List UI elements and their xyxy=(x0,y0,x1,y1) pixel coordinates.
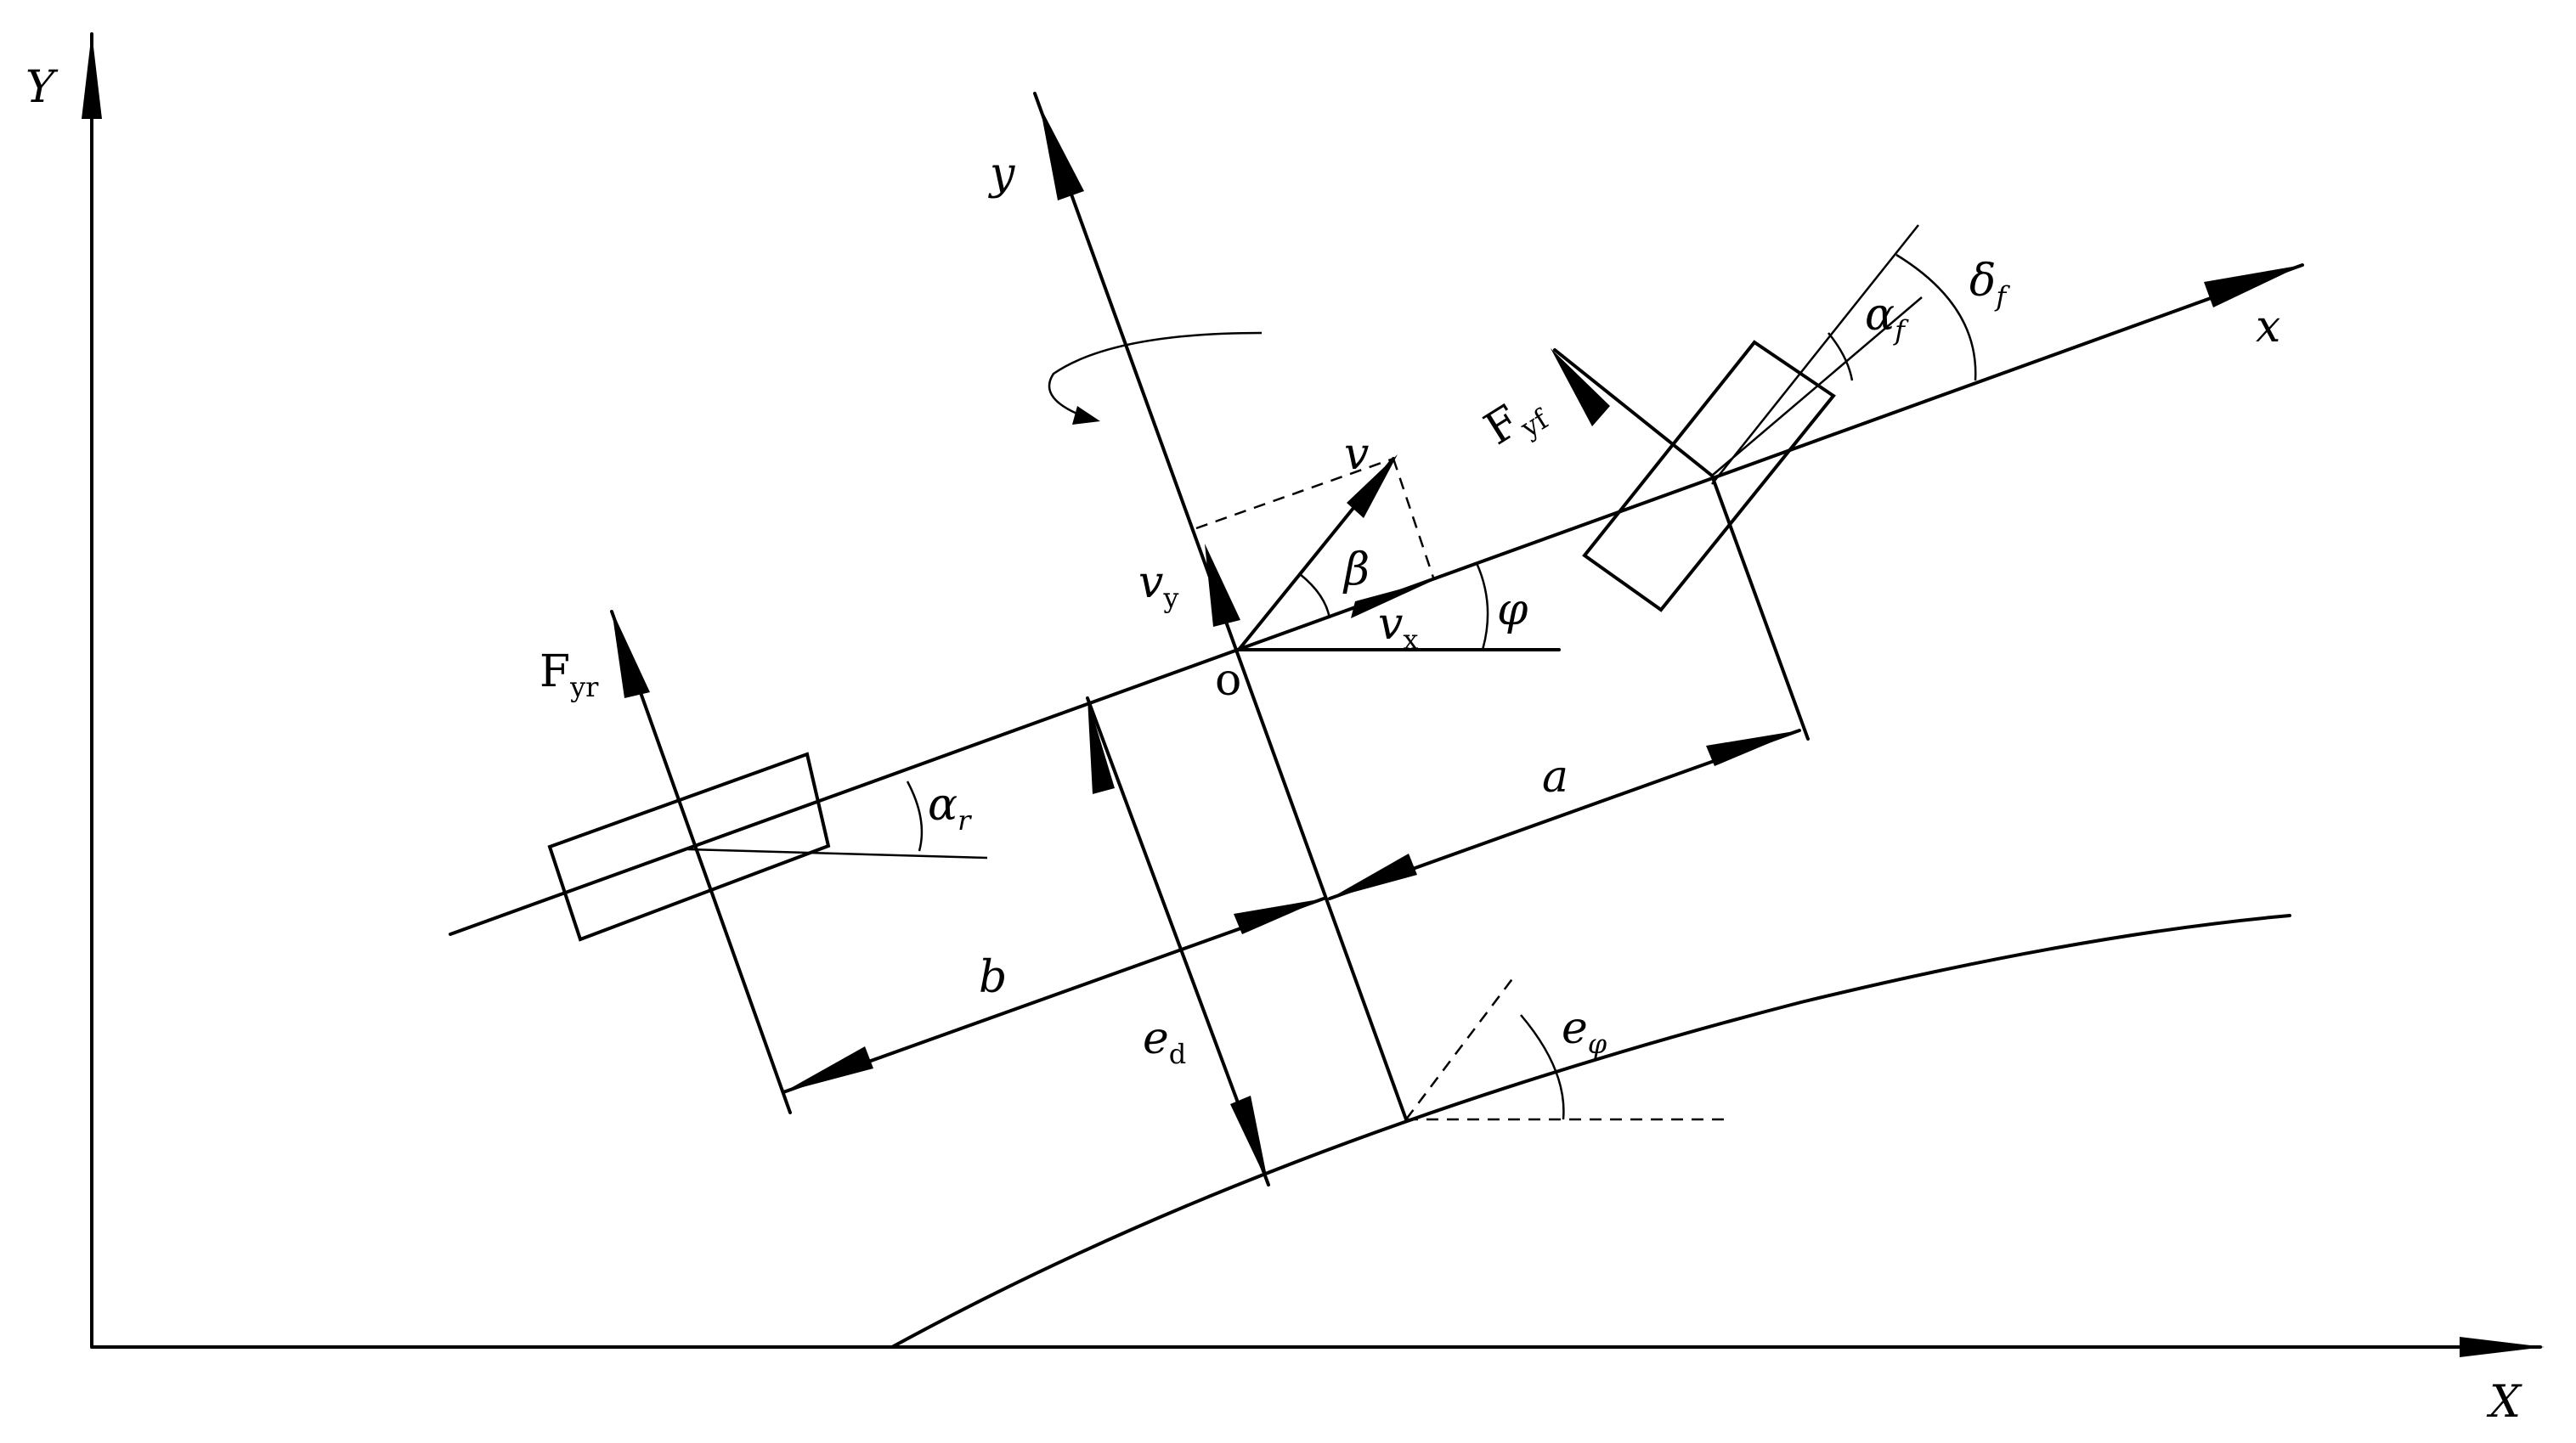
delta-f-label-main: δ xyxy=(1969,256,1996,307)
vx-arrowhead xyxy=(1351,580,1434,618)
alpha-f-angle-arc xyxy=(1827,332,1854,381)
origin-label: o xyxy=(1215,655,1241,706)
rear-wheel-slip-line xyxy=(687,848,988,860)
front-extension-line xyxy=(1710,474,1810,741)
rear-lateral-force-arrowhead xyxy=(612,610,650,698)
dimension-a-arrowhead-left xyxy=(1330,854,1417,899)
global-x-axis-label: X xyxy=(2486,1377,2522,1428)
alpha-r-angle-arc xyxy=(906,781,924,852)
alpha-r-label-main: α xyxy=(928,780,958,831)
alpha-f-label: αf xyxy=(1865,290,1909,347)
alpha-r-label-sub: r xyxy=(958,804,972,837)
ed-label-main: e xyxy=(1143,1013,1169,1064)
alpha-r-label: αr xyxy=(928,780,972,837)
body-y-axis-label: y xyxy=(988,149,1015,200)
delta-f-angle-arc xyxy=(1895,253,1977,381)
ephi-label-sub: φ xyxy=(1588,1028,1607,1060)
beta-angle-arc xyxy=(1299,573,1331,619)
lateral-error-label: ed xyxy=(1143,1013,1186,1070)
rear-wheel xyxy=(547,752,831,942)
ephi-label-main: e xyxy=(1562,1003,1588,1054)
heading-error-label: eφ xyxy=(1562,1003,1607,1060)
global-y-axis-label: Y xyxy=(25,62,59,113)
body-y-axis-arrowhead xyxy=(1040,106,1084,200)
path-tangent-dashed xyxy=(1405,976,1515,1120)
ed-label-sub: d xyxy=(1169,1038,1186,1070)
alpha-f-label-sub: f xyxy=(1893,314,1909,347)
vy-label-main: v xyxy=(1138,557,1163,608)
dimension-b-arrowhead-left xyxy=(783,1046,873,1092)
vx-label: vx xyxy=(1378,599,1418,656)
front-lateral-force-label: Fyf xyxy=(1476,381,1555,460)
body-x-axis-arrowhead xyxy=(2204,265,2302,307)
front-lateral-force-arrowhead xyxy=(1551,348,1610,426)
rear-wheel-normal-line xyxy=(610,610,792,1114)
vy-arrowhead xyxy=(1205,544,1240,627)
vx-label-sub: x xyxy=(1403,623,1418,656)
yaw-rotation-arc xyxy=(1048,331,1263,420)
beta-label: β xyxy=(1342,544,1370,595)
reference-path xyxy=(890,914,2291,1349)
lateral-error-arrowhead-bottom xyxy=(1230,1096,1268,1185)
phi-label: φ xyxy=(1497,584,1528,635)
delta-f-label: δf xyxy=(1969,256,2010,313)
front-lateral-force-vector xyxy=(1553,348,1714,477)
global-x-axis-arrowhead xyxy=(2460,1337,2545,1357)
dimension-a-label: a xyxy=(1542,752,1568,803)
fyr-label-sub: yr xyxy=(569,671,599,703)
rear-lateral-force-label: Fyr xyxy=(539,646,599,703)
velocity-arrowhead xyxy=(1347,454,1398,518)
front-wheel xyxy=(1582,340,1836,612)
vy-label-sub: y xyxy=(1162,582,1178,614)
body-x-axis-label: x xyxy=(2256,302,2280,352)
phi-angle-arc xyxy=(1475,562,1489,651)
delta-f-label-sub: f xyxy=(1994,280,2010,313)
dimension-b-arrowhead-right xyxy=(1234,899,1324,934)
vx-label-main: v xyxy=(1378,599,1403,650)
global-y-axis-arrowhead xyxy=(82,32,102,119)
yaw-rotation-arrowhead xyxy=(1072,406,1100,425)
heading-error-arc xyxy=(1520,1014,1565,1120)
front-wheel-slip-line xyxy=(1711,296,1923,476)
vy-label: vy xyxy=(1138,557,1178,614)
velocity-projection-dashed-top xyxy=(1195,457,1394,530)
dimension-b-label: b xyxy=(979,952,1007,1003)
velocity-projection-dashed-right xyxy=(1392,458,1436,581)
dimension-a-arrowhead-right xyxy=(1706,730,1799,766)
dimension-b-line xyxy=(782,897,1325,1094)
lateral-error-arrowhead-top xyxy=(1087,698,1115,794)
front-wheel-centerline xyxy=(1711,224,1919,485)
fyr-label-main: F xyxy=(539,646,570,697)
alpha-f-label-main: α xyxy=(1865,290,1895,341)
